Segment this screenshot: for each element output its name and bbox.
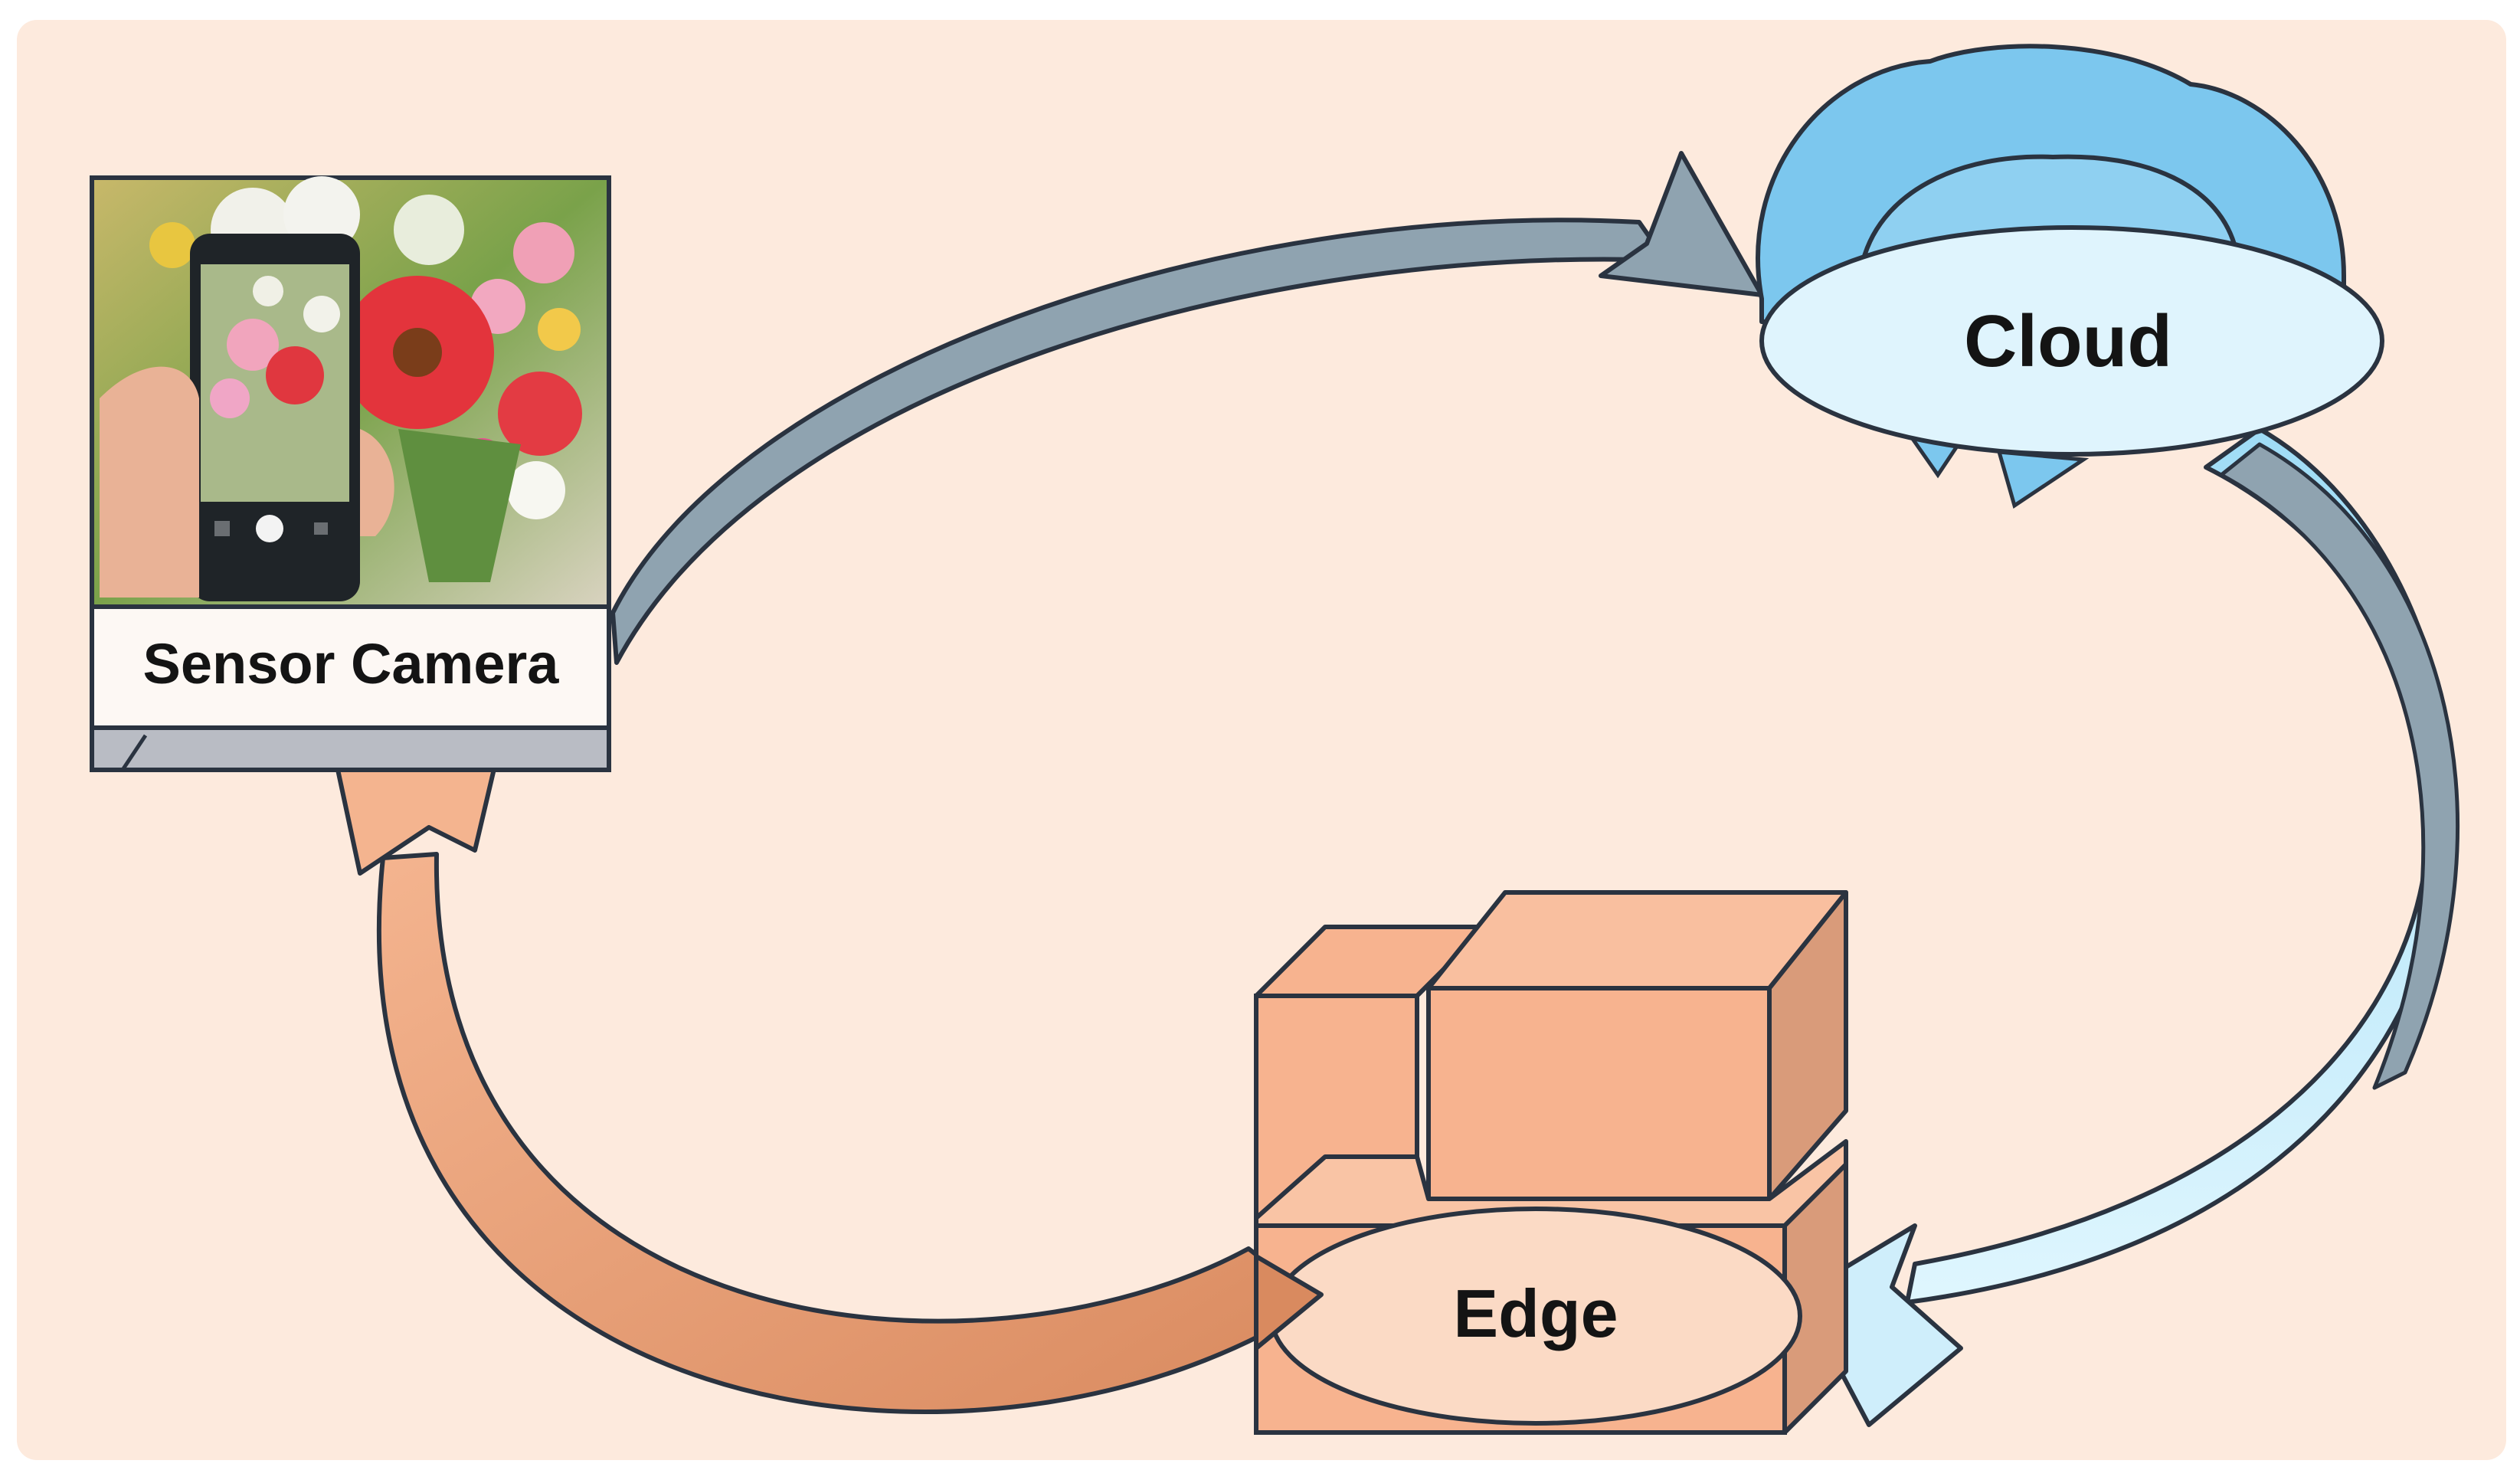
- sensor-camera-base: [90, 725, 611, 772]
- arrow-sensor-to-cloud-head: [1599, 151, 1764, 297]
- cloud-front-shape: [1759, 225, 2384, 457]
- phone-icon: [190, 234, 360, 601]
- edge-box-right-front: [1426, 986, 1772, 1201]
- arrow-edge-to-sensor-tail: [1254, 1254, 1324, 1351]
- sensor-camera-node: Sensor Camera: [90, 175, 611, 772]
- arrow-sensor-to-cloud: [610, 151, 1764, 665]
- hand-illustration: [100, 366, 199, 598]
- edge-node: Edge: [1254, 890, 1848, 1435]
- arrow-cloud-to-edge-band: [2219, 442, 2459, 1090]
- edge-slab-side: [1782, 1162, 1848, 1435]
- sensor-camera-label: Sensor Camera: [143, 632, 560, 696]
- cloud-node: Cloud: [1756, 44, 2384, 509]
- edge-label: Edge: [1453, 1275, 1618, 1351]
- sensor-camera-base-foot: [120, 734, 148, 771]
- cloud-label: Cloud: [1964, 300, 2172, 382]
- sensor-camera-label-plate: [90, 604, 611, 730]
- edge-box-right-side: [1767, 890, 1848, 1201]
